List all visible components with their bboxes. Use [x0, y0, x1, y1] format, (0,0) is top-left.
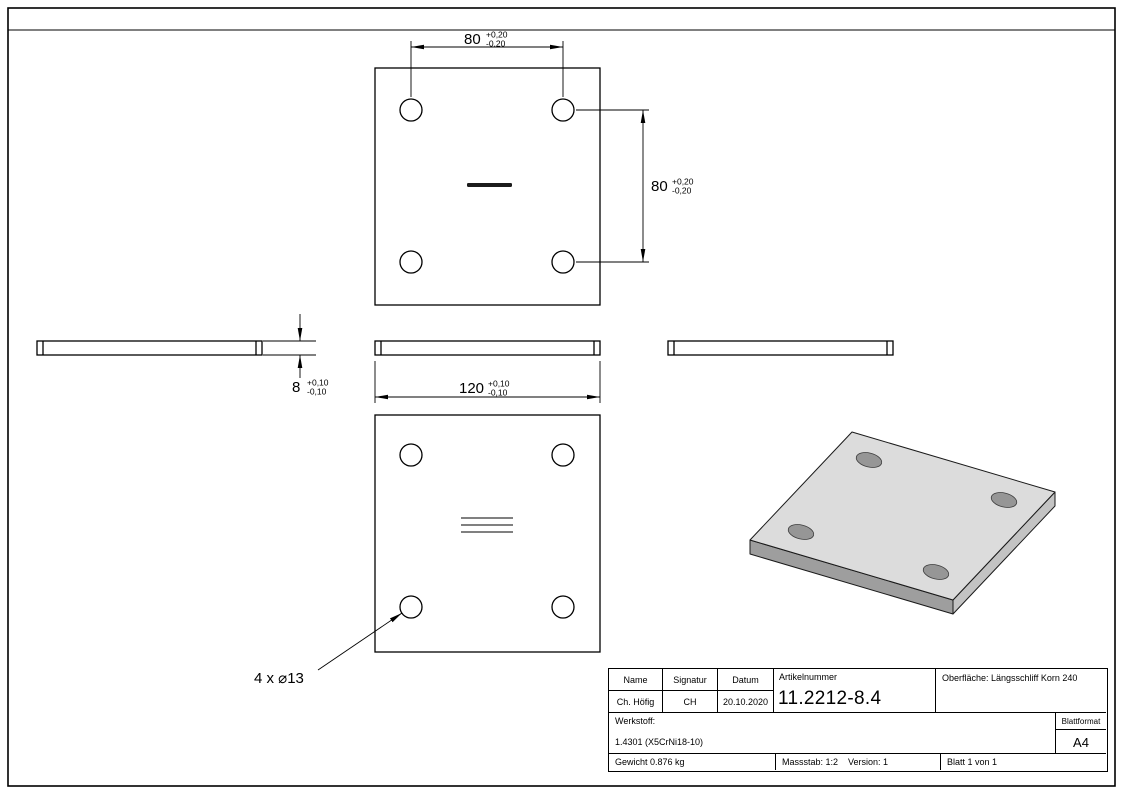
edge-outline: [374, 340, 601, 356]
hole-top-left: [399, 443, 423, 467]
plate-outline: [374, 67, 601, 306]
massstab-cell: Massstab: 1:2 Version: 1: [776, 754, 941, 770]
dim-hole-spacing-y: 80 +0,20 -0,20: [576, 109, 694, 263]
artikelnummer-value: 11.2212-8.4: [778, 688, 882, 709]
value-datum: 20.10.2020: [718, 691, 774, 713]
hole-bottom-right: [551, 250, 575, 274]
outer-border: [7, 7, 1116, 787]
center-marking: [467, 183, 512, 187]
header-name: Name: [609, 669, 663, 691]
header-signatur: Signatur: [663, 669, 718, 691]
blatt-cell: Blatt 1 von 1: [947, 757, 998, 767]
werkstoff-label: Werkstoff:: [615, 716, 656, 726]
dim-tol-minus: -0,10: [307, 386, 327, 396]
hole-bottom-right: [551, 595, 575, 619]
hole-bottom-left: [399, 595, 423, 619]
side-view-center: [374, 340, 601, 356]
blattformat-label: Blattformat: [1056, 713, 1106, 730]
bottom-view: [374, 414, 601, 653]
header-datum: Datum: [718, 669, 774, 691]
version-text: Version: 1: [848, 757, 889, 767]
dim-hole-spacing-x: 80 +0,20 -0,20: [410, 30, 564, 97]
blattformat-cell: Blattformat A4: [1056, 713, 1106, 754]
dim-tol-plus: +0,10: [307, 378, 329, 388]
leader-line: [317, 612, 403, 671]
side-view-left: [36, 340, 263, 356]
side-view-right: [667, 340, 894, 356]
gewicht-cell: Gewicht 0.876 kg: [609, 754, 776, 770]
dim-tol-plus: +0,20: [672, 177, 694, 187]
oberflaeche-cell: Oberfläche: Längsschliff Korn 240: [936, 669, 1106, 713]
dim-tol-minus: -0,20: [486, 38, 506, 48]
plate-outline: [374, 414, 601, 653]
hole-callout: 4 x ⌀13: [254, 612, 403, 687]
hole-top-right: [551, 443, 575, 467]
dim-plate-width: 120 +0,10 -0,10: [374, 361, 601, 403]
dim-value: 8: [292, 379, 300, 396]
edge-outline: [667, 340, 894, 356]
title-block: Name Signatur Datum Ch. Höfig CH 20.10.2…: [608, 668, 1108, 772]
top-view: [374, 67, 601, 306]
dim-tol-plus: +0,20: [486, 30, 508, 40]
value-name: Ch. Höfig: [609, 691, 663, 713]
dim-value: 80: [651, 178, 668, 195]
edge-outline: [36, 340, 263, 356]
massstab-text: Massstab: 1:2: [782, 757, 839, 767]
artikelnummer-cell: Artikelnummer 11.2212-8.4: [774, 669, 936, 713]
sheet-frame: [7, 7, 1116, 787]
iso-face-top: [749, 431, 1056, 601]
isometric-view: [749, 431, 1056, 615]
hole-top-right: [551, 98, 575, 122]
werkstoff-cell: Werkstoff: 1.4301 (X5CrNi18-10): [609, 713, 1056, 754]
blattformat-value: A4: [1073, 734, 1089, 750]
value-signatur: CH: [663, 691, 718, 713]
hole-bottom-left: [399, 250, 423, 274]
dim-tol-minus: -0,20: [672, 185, 692, 195]
hole-top-left: [399, 98, 423, 122]
artikelnummer-label: Artikelnummer: [779, 672, 838, 682]
dim-tol-plus: +0,10: [488, 379, 510, 389]
dim-thickness: 8 +0,10 -0,10: [263, 314, 329, 396]
dim-value: 120: [459, 380, 484, 397]
iso-hole-top: [855, 452, 883, 468]
dim-value: 80: [464, 31, 481, 48]
iso-hole-left: [787, 524, 815, 540]
hole-callout-text: 4 x ⌀13: [254, 670, 304, 687]
iso-hole-right: [990, 492, 1018, 508]
dim-tol-minus: -0,10: [488, 387, 508, 397]
werkstoff-value: 1.4301 (X5CrNi18-10): [615, 737, 704, 747]
iso-hole-bottom: [922, 564, 950, 580]
